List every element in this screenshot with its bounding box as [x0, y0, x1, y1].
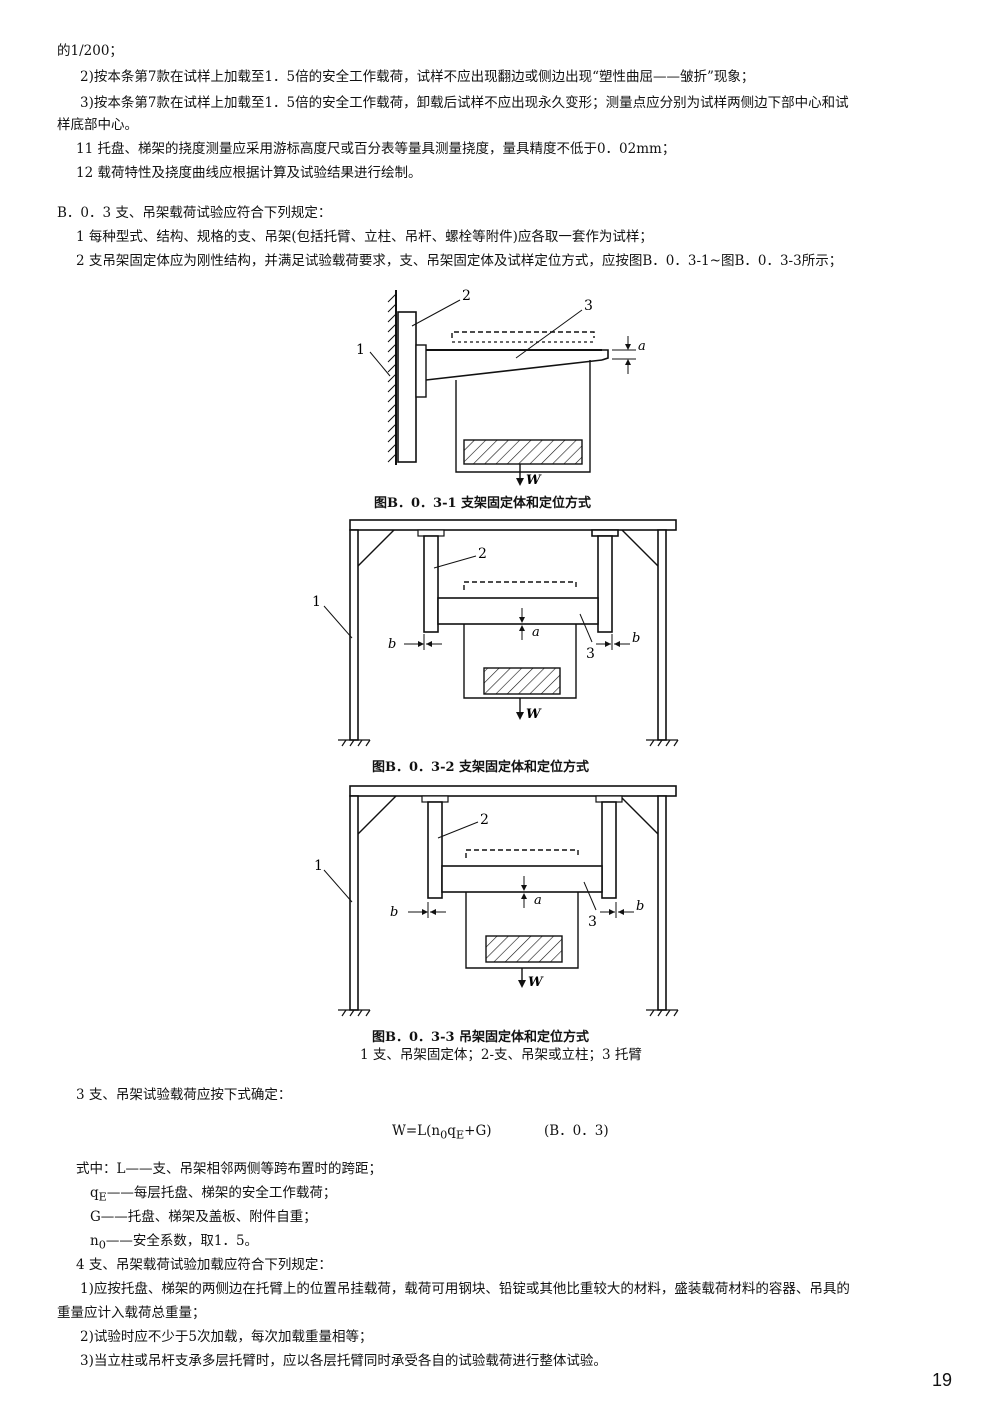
label-a: a — [534, 893, 542, 908]
label-W: W — [528, 975, 544, 990]
label-a: a — [638, 339, 646, 354]
text-line: 的1/200； — [57, 43, 123, 59]
definition: ——每层托盘、梯架的安全工作载荷； — [106, 1185, 337, 1201]
page-number: 19 — [931, 1370, 952, 1390]
text-line: 12 载荷特性及挠度曲线应根据计算及试验结果进行绘制。 — [76, 165, 422, 181]
text-line: 重量应计入载荷总重量； — [57, 1305, 206, 1321]
label-W: W — [526, 707, 542, 722]
formula-sub: 0 — [440, 1128, 448, 1142]
figure-b-0-3-3: W a b b 1 2 3 — [314, 785, 679, 1017]
formula-part: q — [447, 1123, 456, 1139]
symbol: q — [90, 1185, 99, 1201]
definition: ——安全系数，取1．5。 — [105, 1233, 259, 1249]
figure-caption: 图B．0．3-2 支架固定体和定位方式 — [372, 760, 590, 775]
label-a: a — [532, 625, 540, 640]
text-line: 式中：L——支、吊架相邻两侧等跨布置时的跨距； — [76, 1161, 382, 1177]
text-line: 样底部中心。 — [57, 117, 138, 133]
label-1: 1 — [356, 342, 365, 358]
text-line: 2)按本条第7款在试样上加载至1．5倍的安全工作载荷，试样不应出现翻边或侧边出现… — [80, 69, 755, 85]
label-3: 3 — [586, 646, 595, 662]
section-heading: B．0．3 支、吊架载荷试验应符合下列规定： — [57, 205, 332, 221]
text-line: 3)当立柱或吊杆支承多层托臂时，应以各层托臂同时承受各自的试验载荷进行整体试验。 — [80, 1353, 607, 1369]
label-3: 3 — [584, 298, 593, 314]
symbol: n — [90, 1233, 99, 1249]
text-line: G——托盘、梯架及盖板、附件自重； — [90, 1209, 317, 1225]
text-line: 11 托盘、梯架的挠度测量应采用游标高度尺或百分表等量具测量挠度，量具精度不低于… — [76, 141, 676, 157]
formula-part: +G) — [464, 1123, 492, 1139]
label-b: b — [390, 905, 398, 920]
label-3: 3 — [588, 914, 597, 930]
label-b: b — [632, 631, 640, 646]
figure-b-0-3-1: W a 1 2 3 — [356, 288, 646, 488]
text-line: qE——每层托盘、梯架的安全工作载荷； — [90, 1184, 336, 1207]
label-b: b — [636, 899, 644, 914]
text-line: 2 支吊架固定体应为刚性结构，并满足试验载荷要求，支、吊架固定体及试样定位方式，… — [76, 253, 843, 269]
label-2: 2 — [462, 288, 471, 304]
formula-sub: E — [455, 1128, 465, 1142]
label-2: 2 — [478, 546, 487, 562]
text-line: 3)按本条第7款在试样上加载至1．5倍的安全工作载荷，卸载后试样不应出现永久变形… — [80, 95, 849, 111]
label-2: 2 — [480, 812, 489, 828]
formula-number: (B．0．3) — [544, 1123, 609, 1139]
symbol-sub: E — [98, 1190, 107, 1204]
figure-legend: 1 支、吊架固定体；2-支、吊架或立柱；3 托臂 — [360, 1047, 642, 1063]
text-line: 1 每种型式、结构、规格的支、吊架(包括托臂、立柱、吊杆、螺栓等附件)应各取一套… — [76, 229, 653, 245]
formula-part: W=L(n — [392, 1123, 441, 1139]
figure-caption: 图B．0．3-1 支架固定体和定位方式 — [374, 496, 592, 511]
label-b: b — [388, 637, 396, 652]
label-W: W — [526, 473, 542, 488]
text-line: n0——安全系数，取1．5。 — [90, 1232, 258, 1255]
symbol-sub: 0 — [98, 1238, 106, 1252]
figure-caption: 图B．0．3-3 吊架固定体和定位方式 — [372, 1030, 590, 1045]
label-1: 1 — [312, 594, 321, 610]
formula: W=L(n0qE+G) — [392, 1122, 492, 1145]
text-line: 4 支、吊架载荷试验加载应符合下列规定： — [76, 1257, 332, 1273]
figure-b-0-3-2: W a b b 1 2 3 — [312, 519, 679, 747]
text-line: 2)试验时应不少于5次加载，每次加载重量相等； — [80, 1329, 373, 1345]
text-line: 1)应按托盘、梯架的两侧边在托臂上的位置吊挂载荷，载荷可用钢块、铅锭或其他比重较… — [80, 1281, 850, 1297]
label-1: 1 — [314, 858, 323, 874]
text-line: 3 支、吊架试验载荷应按下式确定： — [76, 1087, 292, 1103]
